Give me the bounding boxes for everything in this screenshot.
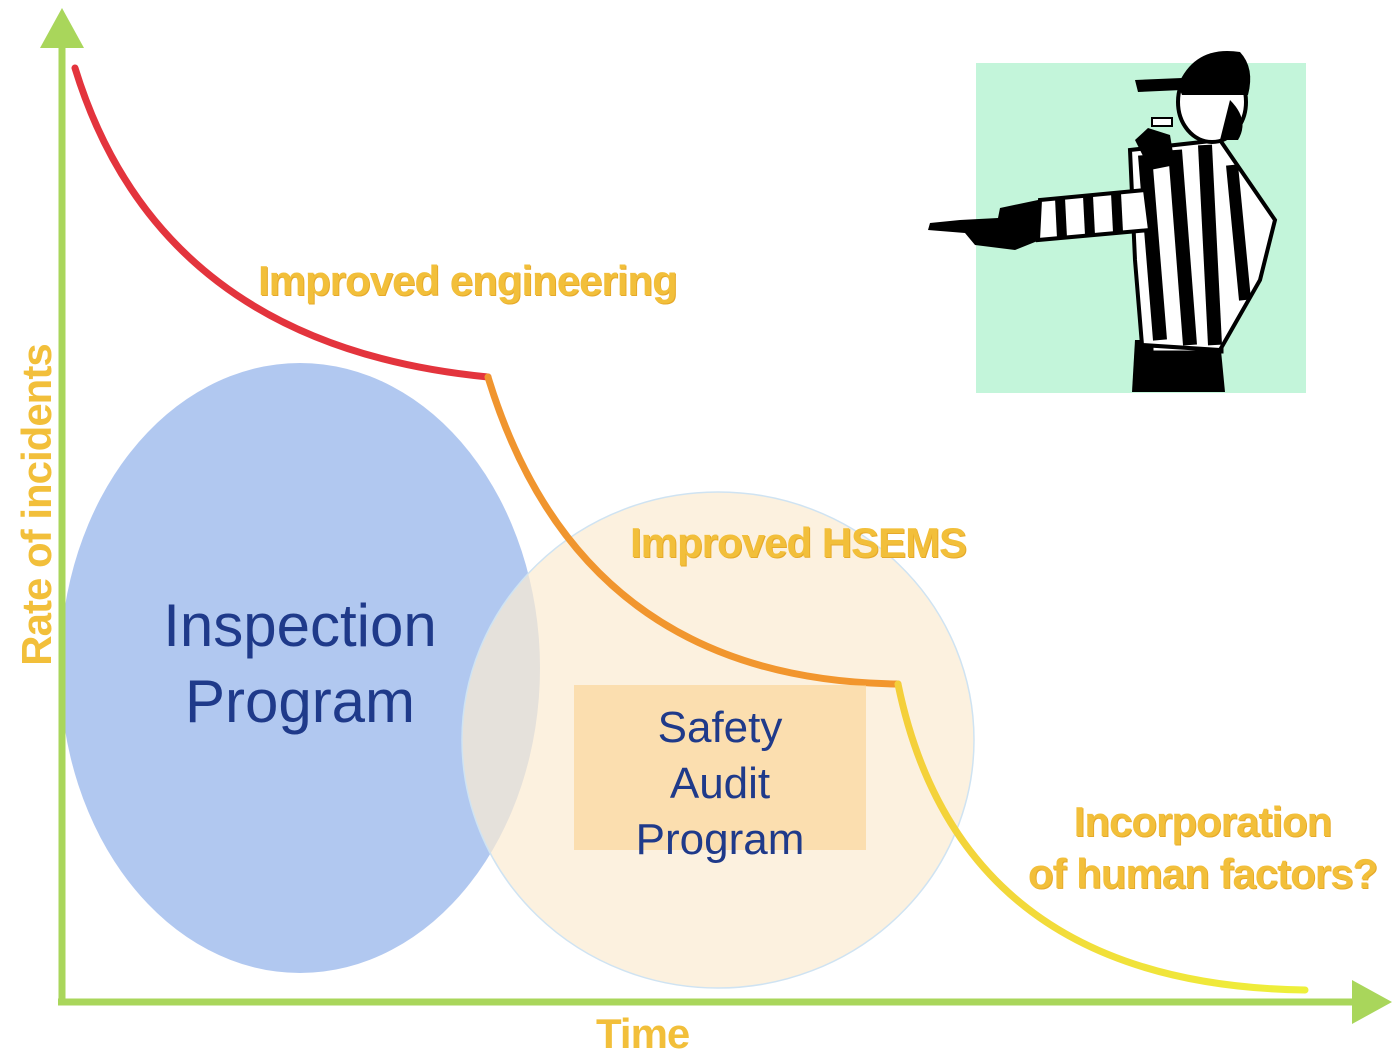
y-axis-arrowhead [40, 8, 84, 48]
safety-audit-program-line: Audit [669, 759, 771, 808]
safety-audit-highlight-box [574, 685, 866, 850]
inspection-program-ellipse [60, 363, 540, 973]
x-axis-label: Time [596, 1010, 690, 1057]
stage-label-improved-hsems: Improved HSEMS [630, 519, 967, 566]
stage-label-line: of human factors? [1027, 850, 1378, 897]
stage-label-human-factors: Incorporation of human factors? [1010, 796, 1395, 900]
y-axis-label: Rate of incidents [13, 344, 60, 666]
safety-audit-program-label: Safety Audit Program [600, 700, 840, 868]
curve-stage-hsems [484, 373, 902, 688]
stage-label-improved-engineering: Improved engineering [258, 257, 678, 304]
curve-stage-human-factors [894, 680, 1309, 994]
x-axis-arrowhead [1352, 980, 1392, 1024]
referee-pointing-icon [928, 50, 1278, 392]
safety-audit-program-line: Safety [657, 703, 783, 752]
stage-label-line: Incorporation [1073, 798, 1333, 845]
inspection-program-label: Inspection Program [140, 588, 460, 740]
inspection-program-line: Program [184, 668, 416, 735]
inspection-program-line: Inspection [163, 592, 437, 659]
curve-stage-engineering [71, 64, 492, 381]
safety-audit-program-line: Program [635, 815, 805, 864]
